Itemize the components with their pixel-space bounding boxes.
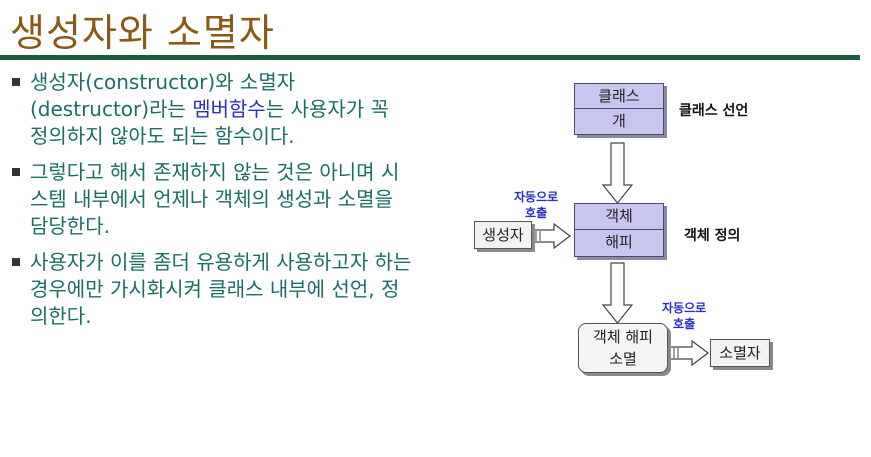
- auto-call-line: 호출: [525, 206, 548, 220]
- destroy-line: 객체 해피: [593, 328, 653, 346]
- lifecycle-diagram: 클래스 개 클래스 선언 객체 해피 객체 정의 자동으로 호출 생성자 객체 …: [470, 75, 790, 385]
- object-box: 객체 해피: [574, 203, 664, 257]
- class-name: 클래스: [575, 84, 663, 109]
- right-arrow-icon: [669, 339, 709, 367]
- bullet-text: 그렇다고 해서 존재하지 않는 것은 아니며 시스템 내부에서 언제나 객체의 …: [30, 160, 400, 238]
- object-definition-label: 객체 정의: [684, 228, 741, 244]
- highlight-text: 멤버함수: [192, 97, 266, 121]
- bullet-text-pre: 생성자(constructor)와 소멸자 (destructor)라는: [30, 70, 296, 121]
- bullet-list: 생성자(constructor)와 소멸자 (destructor)라는 멤버함…: [12, 69, 412, 339]
- page-title: 생성자와 소멸자: [10, 11, 275, 55]
- bullet-square-icon: [12, 78, 20, 86]
- class-box: 클래스 개: [574, 83, 664, 135]
- bullet-item: 그렇다고 해서 존재하지 않는 것은 아니며 시스템 내부에서 언제나 객체의 …: [12, 159, 412, 240]
- auto-call-label: 자동으로 호출: [662, 300, 706, 332]
- class-instance-name: 개: [612, 112, 626, 130]
- title-divider: [0, 55, 860, 60]
- bullet-item: 생성자(constructor)와 소멸자 (destructor)라는 멤버함…: [12, 69, 412, 150]
- destructor-box: 소멸자: [710, 339, 770, 367]
- bullet-text: 사용자가 이를 좀더 유용하게 사용하고자 하는 경우에만 가시화시켜 클래스 …: [30, 250, 412, 328]
- bullet-square-icon: [12, 258, 20, 266]
- bullet-item: 사용자가 이를 좀더 유용하게 사용하고자 하는 경우에만 가시화시켜 클래스 …: [12, 249, 412, 330]
- bullet-text-post: 는 사용자가 꼭 정의하지 않아도 되는 함수이다.: [30, 97, 389, 148]
- down-arrow-icon: [601, 262, 634, 324]
- auto-call-line: 자동으로: [662, 301, 707, 315]
- constructor-box: 생성자: [474, 221, 532, 249]
- auto-call-line: 자동으로: [514, 190, 559, 204]
- object-destroy-box: 객체 해피 소멸: [578, 323, 668, 373]
- down-arrow-icon: [601, 142, 634, 204]
- bullet-square-icon: [12, 168, 20, 176]
- auto-call-label: 자동으로 호출: [514, 189, 558, 221]
- auto-call-line: 호출: [673, 317, 696, 331]
- object-label: 객체: [575, 204, 663, 230]
- class-declaration-label: 클래스 선언: [679, 103, 749, 119]
- object-name: 해피: [605, 233, 633, 251]
- destroy-line: 소멸: [609, 350, 637, 368]
- diagram-arrows: [531, 142, 709, 367]
- right-arrow-icon: [531, 222, 571, 250]
